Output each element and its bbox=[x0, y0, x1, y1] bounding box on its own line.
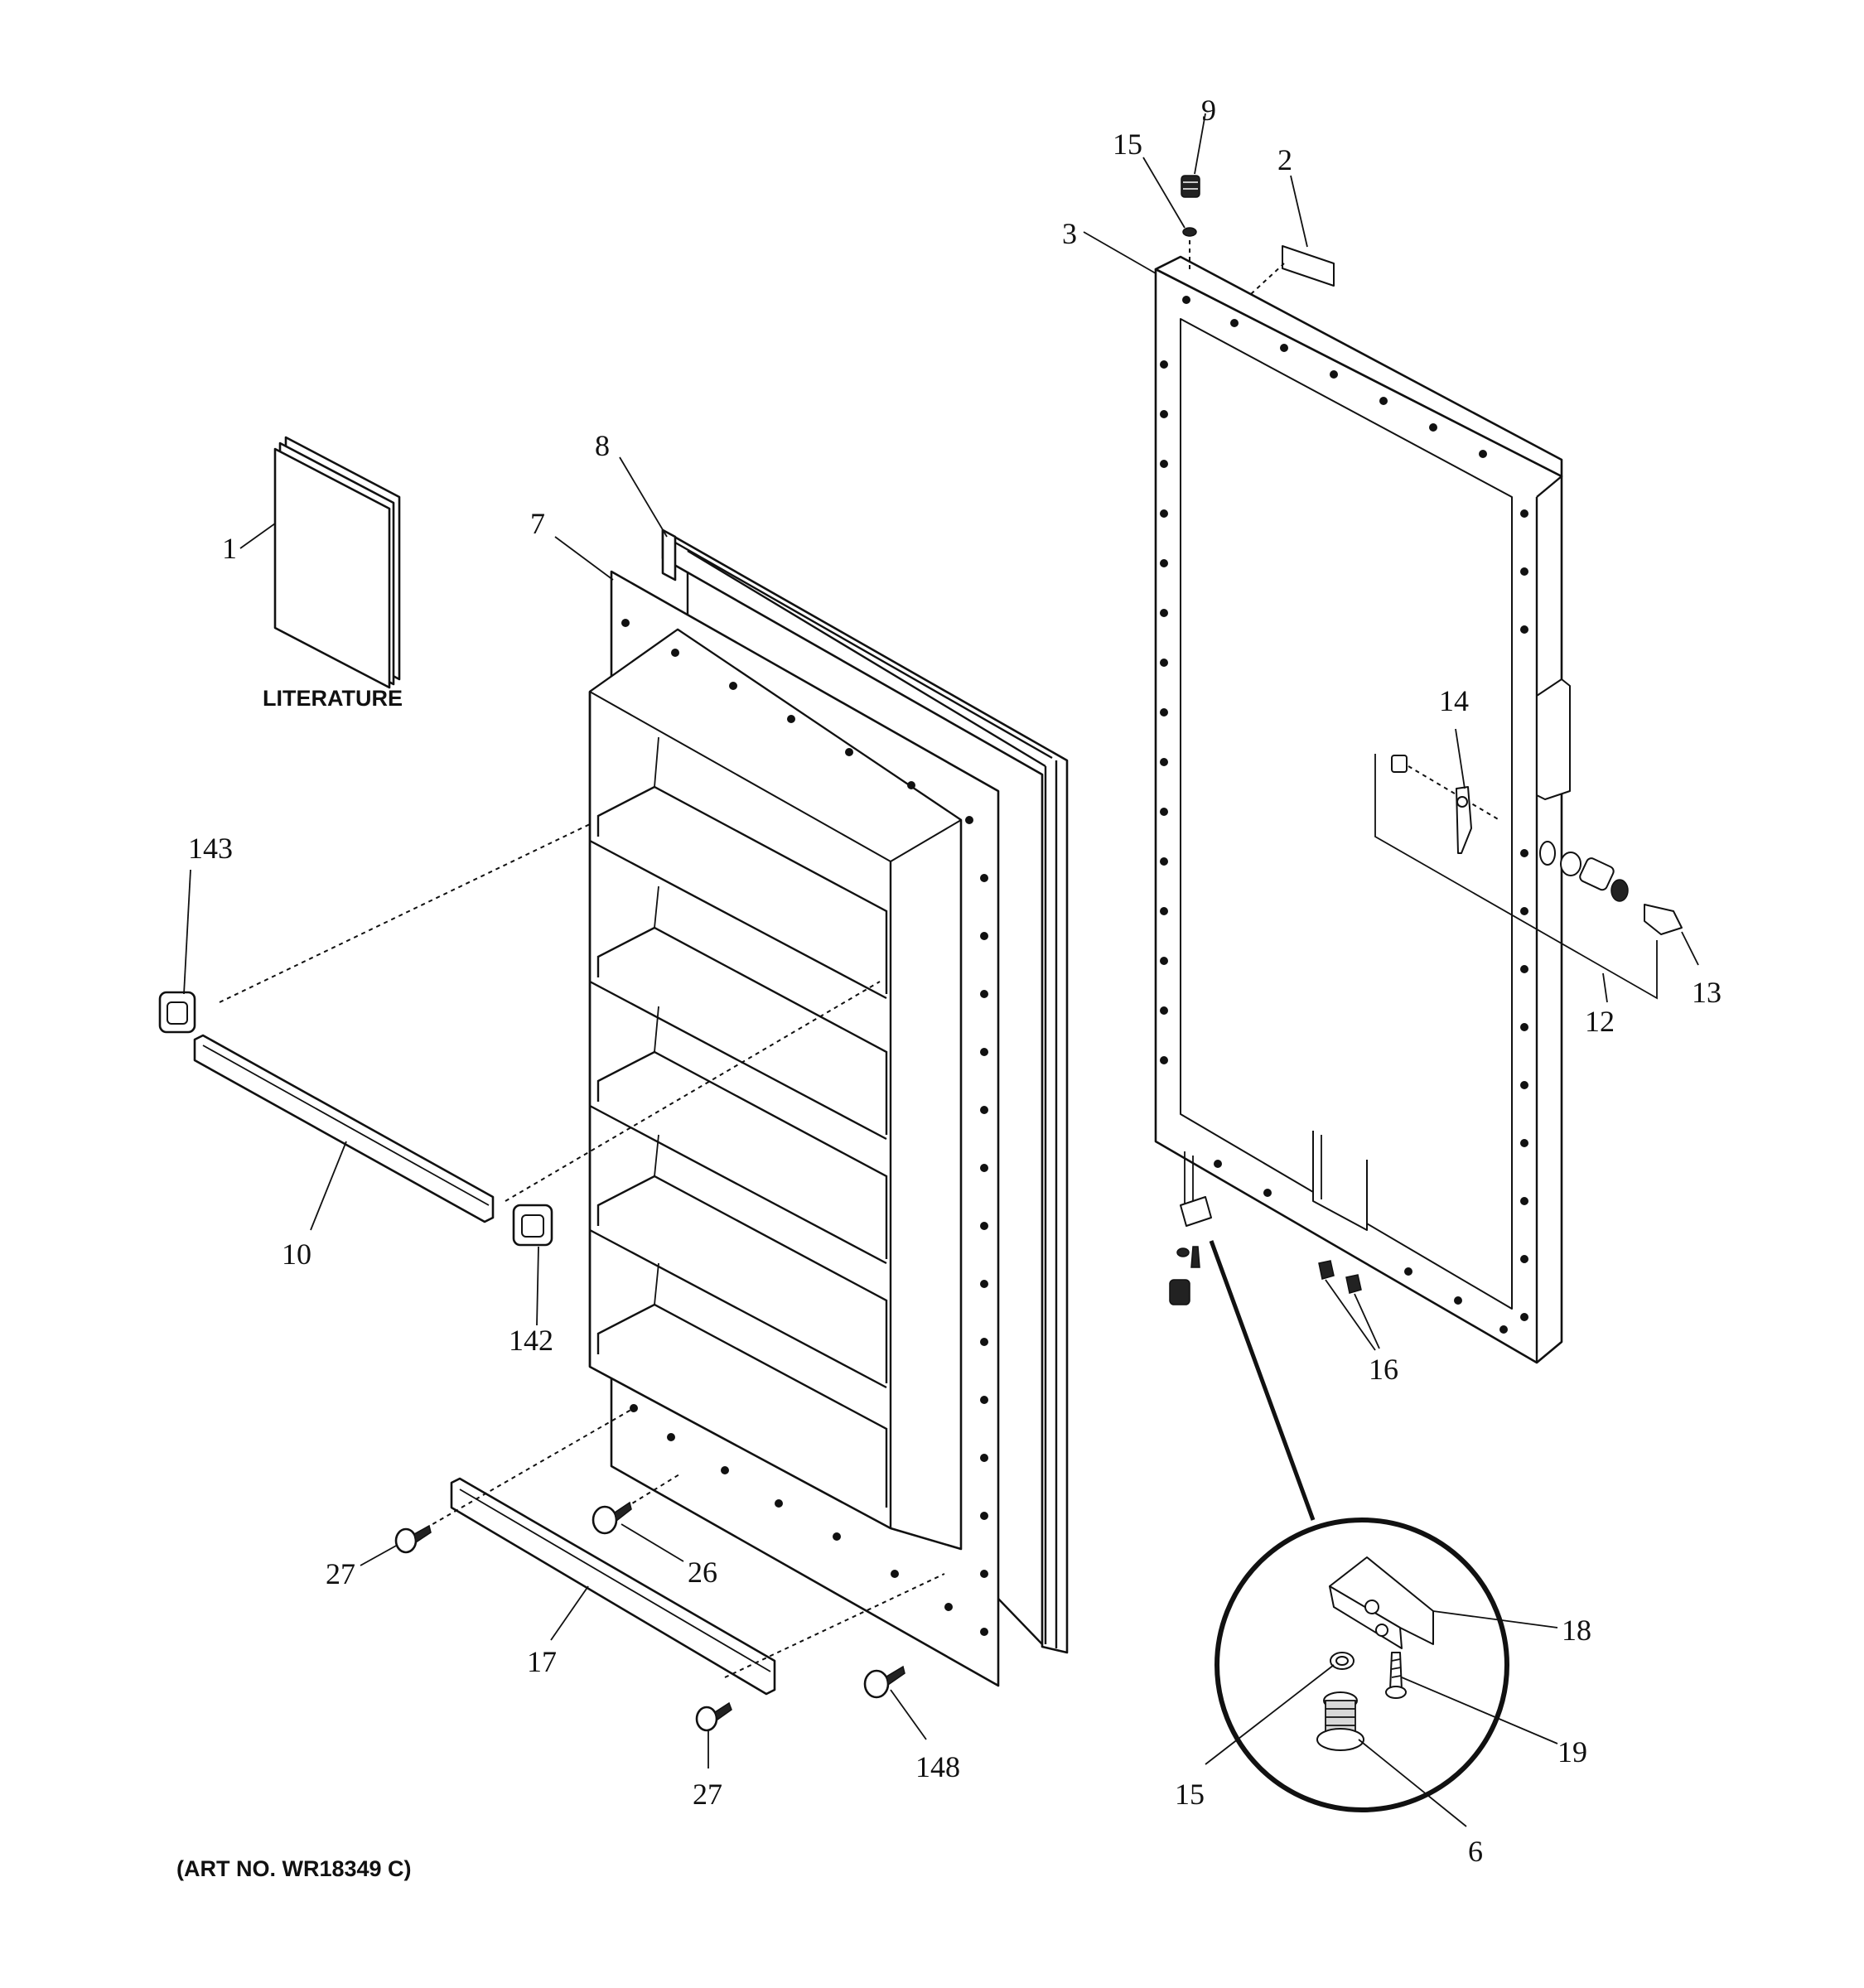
lock-key bbox=[1644, 904, 1683, 935]
screws-16 bbox=[1318, 1260, 1362, 1294]
callout-143: 143 bbox=[188, 832, 233, 865]
rail-end-cap-right bbox=[512, 1204, 553, 1247]
hinge-detail-circle bbox=[1214, 1518, 1509, 1812]
liner-rim-holes bbox=[621, 619, 988, 1636]
rail-end-cap-left bbox=[158, 991, 196, 1034]
callout-9: 9 bbox=[1201, 94, 1216, 127]
art-number: (ART NO. WR18349 C) bbox=[176, 1856, 412, 1881]
screw-26 bbox=[592, 1501, 632, 1535]
callout-148: 148 bbox=[915, 1750, 960, 1783]
literature-label: LITERATURE bbox=[263, 686, 403, 711]
callout-16: 16 bbox=[1369, 1353, 1398, 1386]
door-panel-holes bbox=[1160, 296, 1528, 1334]
callout-18: 18 bbox=[1562, 1614, 1591, 1647]
callout-13: 13 bbox=[1692, 976, 1722, 1009]
bottom-hinge bbox=[1169, 1151, 1212, 1305]
callout-8: 8 bbox=[595, 429, 610, 462]
callout-2: 2 bbox=[1277, 143, 1292, 176]
callout-6: 6 bbox=[1468, 1835, 1483, 1868]
hinge-bracket-18 bbox=[1329, 1556, 1434, 1649]
lock-cylinder bbox=[1539, 841, 1629, 902]
callout-142: 142 bbox=[509, 1324, 553, 1357]
door-gasket bbox=[661, 528, 1069, 1654]
callout-27-left: 27 bbox=[326, 1557, 355, 1590]
callout-17: 17 bbox=[527, 1645, 557, 1678]
top-hinge-pin bbox=[1181, 175, 1200, 198]
callout-15-top: 15 bbox=[1113, 128, 1142, 161]
callout-1: 1 bbox=[222, 532, 237, 565]
callout-3: 3 bbox=[1062, 217, 1077, 250]
screw-19 bbox=[1385, 1652, 1407, 1699]
callout-12: 12 bbox=[1585, 1005, 1615, 1038]
callout-27-bottom: 27 bbox=[693, 1778, 722, 1811]
screw-148 bbox=[863, 1665, 905, 1699]
screw-27-bottom bbox=[695, 1701, 732, 1732]
callout-10: 10 bbox=[282, 1238, 311, 1271]
callout-19: 19 bbox=[1557, 1735, 1587, 1768]
liner-shelves bbox=[589, 736, 888, 1508]
door-liner bbox=[588, 570, 1000, 1687]
callout-26: 26 bbox=[688, 1556, 717, 1589]
callout-7: 7 bbox=[530, 507, 545, 540]
screw-27-left bbox=[394, 1524, 432, 1554]
callout-14: 14 bbox=[1439, 684, 1469, 717]
rating-label bbox=[1282, 245, 1335, 287]
lock-bracket bbox=[1374, 754, 1658, 1000]
shelf-rail bbox=[193, 1034, 495, 1223]
bottom-trim-strip bbox=[450, 1477, 776, 1696]
hinge-pin-6 bbox=[1316, 1691, 1364, 1751]
callout-15-detail: 15 bbox=[1175, 1778, 1205, 1811]
top-washer bbox=[1182, 227, 1197, 237]
outer-door-panel bbox=[1154, 255, 1571, 1364]
literature-booklet bbox=[273, 436, 401, 689]
